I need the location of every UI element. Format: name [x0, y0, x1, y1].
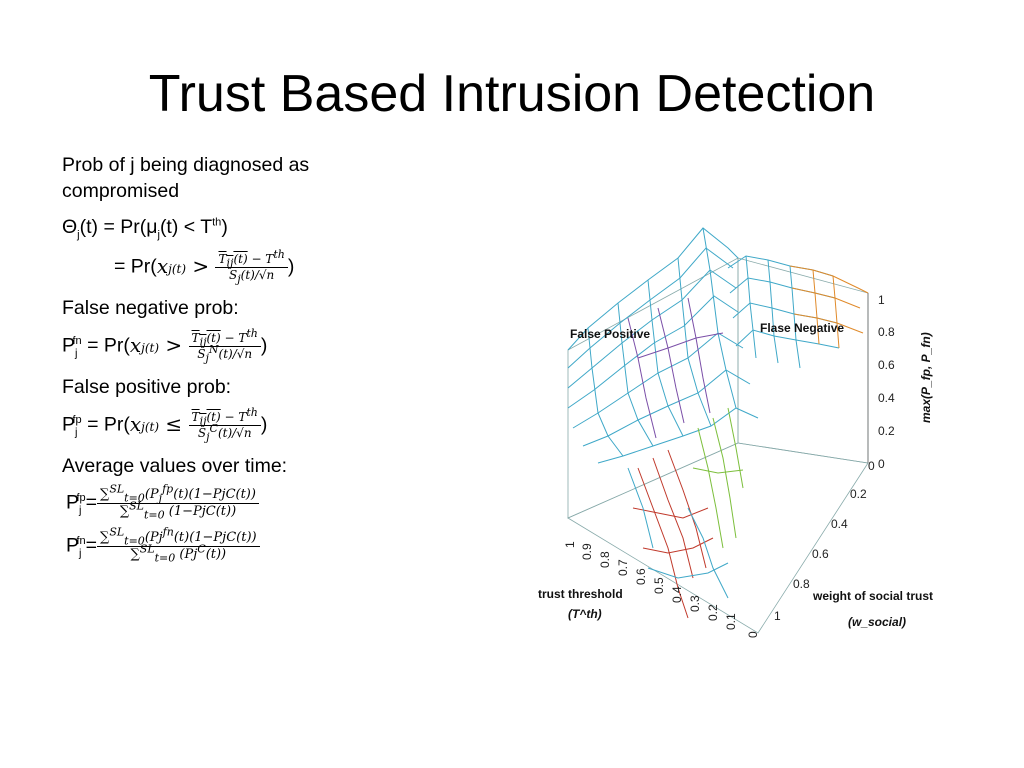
theta-sub: j	[77, 228, 80, 241]
avgfn-eq: =	[85, 534, 98, 557]
pfp-close: )	[260, 413, 268, 436]
pfn-math: xj(t) >	[129, 332, 189, 357]
y-tick-1: 1	[774, 609, 781, 623]
avgfn-j: j	[79, 547, 82, 560]
valley-purple-lines	[627, 297, 724, 439]
x-axis-symbol: (T^th)	[568, 607, 602, 621]
equation-theta: Θj(t) = Pr(μj(t) < Tth)	[62, 214, 392, 240]
text-l1b: compromised	[62, 180, 180, 202]
surface-plot-svg: 1 0.8 0.6 0.4 0.2 0 max(P_fp, P_fn) 0 0.…	[538, 227, 933, 638]
avgfp-eq: =	[85, 491, 98, 514]
back-wall-right	[737, 257, 869, 464]
pfp-p: P	[62, 413, 76, 436]
z-tick-0: 0	[878, 457, 885, 471]
x-tick-0-6: 0.6	[634, 568, 648, 585]
y-tick-0-8: 0.8	[793, 577, 810, 591]
avgfp-fp: fp	[76, 492, 86, 505]
y-axis-symbol: (w_social)	[848, 615, 906, 629]
y-axis-label: weight of social trust	[812, 589, 933, 603]
avg-label: Average values over time:	[62, 453, 392, 479]
slide-title: Trust Based Intrusion Detection	[148, 65, 876, 123]
x-tick-0-1: 0.1	[724, 613, 738, 630]
y-tick-0: 0	[868, 459, 875, 473]
th-sup: th	[212, 216, 222, 229]
false-positive-label: False positive prob:	[62, 376, 232, 398]
pfp-math: xj(t) ≤	[129, 411, 189, 436]
avgfn-fraction: ∑SLt=0(Pjfn(t)(1−PjC(t))∑SLt=0 (PjC(t))	[97, 527, 260, 564]
x-tick-0-4: 0.4	[670, 586, 684, 603]
mu-sub: j	[157, 228, 160, 241]
theta-part-b: (t) = Pr(μ	[79, 216, 158, 238]
text-l1a: Prob of j being diagnosed as	[62, 154, 310, 176]
line-compromised: compromised	[62, 178, 392, 204]
x-tick-0: 0	[746, 631, 760, 638]
false-negative-plot-label: Flase Negative	[760, 321, 844, 335]
y-tick-0-4: 0.4	[831, 517, 848, 531]
pfn-j: j	[75, 347, 78, 360]
x-tick-0-5: 0.5	[652, 577, 666, 594]
z-tick-0-8: 0.8	[878, 325, 895, 339]
false-negative-label: False negative prob:	[62, 297, 239, 319]
theta-part-c: (t) < T	[159, 216, 213, 238]
valley-blue-lines	[627, 467, 729, 599]
x-tick-0-3: 0.3	[688, 595, 702, 612]
z-tick-1: 1	[878, 293, 885, 307]
valley-green-lines	[692, 407, 744, 549]
x-tick-0-2: 0.2	[706, 604, 720, 621]
pfp-eq: = Pr(	[81, 413, 130, 436]
equation-avg-fn: Pjfn=∑SLt=0(Pjfn(t)(1−PjC(t))∑SLt=0 (PjC…	[62, 527, 392, 564]
fn-label: False negative prob:	[62, 295, 392, 321]
eq2-math: xj(t) >	[156, 253, 216, 278]
pfn-fn: fn	[72, 335, 82, 348]
avgfn-p: P	[66, 534, 80, 557]
x-tick-0-7: 0.7	[616, 559, 630, 576]
avgfp-j: j	[79, 504, 82, 517]
avgfn-fn: fn	[76, 535, 86, 548]
x-tick-0-9: 0.9	[580, 543, 594, 560]
y-tick-0-6: 0.6	[812, 547, 829, 561]
avgfp-fraction: ∑SLt=0(Pjfp(t)(1−PjC(t))∑SLt=0 (1−PjC(t)…	[97, 484, 259, 521]
equation-avg-fp: Pjfp=∑SLt=0(Pjfp(t)(1−PjC(t))∑SLt=0 (1−P…	[62, 484, 392, 521]
x-tick-0-8: 0.8	[598, 551, 612, 568]
pfn-p: P	[62, 334, 76, 357]
z-axis-label: max(P_fp, P_fn)	[919, 332, 933, 423]
fp-label: False positive prob:	[62, 374, 392, 400]
average-values-label: Average values over time:	[62, 455, 288, 477]
eq2-prefix: = Pr(	[114, 255, 157, 278]
x-axis-label: trust threshold	[538, 587, 623, 601]
theta-close: )	[221, 216, 228, 238]
avgfp-p: P	[66, 491, 80, 514]
x-ticks: 1 0.9 0.8 0.7 0.6 0.5 0.4 0.3 0.2 0.1 0	[563, 541, 760, 638]
surface-plot-figure: 1 0.8 0.6 0.4 0.2 0 max(P_fp, P_fn) 0 0.…	[528, 208, 968, 648]
z-tick-0-2: 0.2	[878, 424, 895, 438]
line-prob-compromised: Prob of j being diagnosed as	[62, 152, 392, 178]
false-positive-plot-label: False Positive	[570, 327, 650, 341]
slide-body: Prob of j being diagnosed as compromised…	[62, 152, 392, 564]
false-positive-mesh	[567, 227, 759, 464]
pfn-eq: = Pr(	[81, 334, 130, 357]
x-tick-1: 1	[563, 541, 577, 548]
z-tick-0-4: 0.4	[878, 391, 895, 405]
z-tick-0-6: 0.6	[878, 358, 895, 372]
pfp-fp: fp	[72, 414, 82, 427]
eq2-close: )	[287, 255, 295, 278]
y-tick-0-2: 0.2	[850, 487, 867, 501]
pfn-close: )	[260, 334, 268, 357]
theta-symbol: Θ	[62, 216, 78, 238]
pfp-j: j	[75, 426, 78, 439]
valley-red-lines	[632, 449, 714, 619]
false-negative-mesh-orange	[789, 265, 869, 349]
